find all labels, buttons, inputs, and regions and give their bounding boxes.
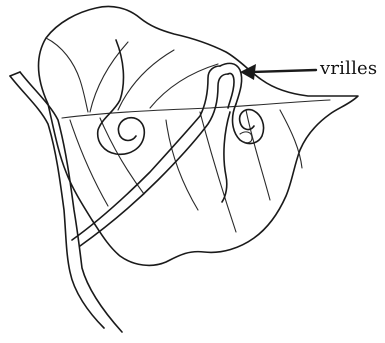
main-stem-right <box>20 72 122 332</box>
tendril-stem-upper <box>72 66 220 240</box>
leaf-vein <box>166 120 198 210</box>
leaf-vein <box>118 50 174 110</box>
leaf-vein <box>100 118 144 194</box>
tendril-hook-inner <box>228 73 234 108</box>
main-stem-left <box>10 76 104 328</box>
tendril-hanging <box>222 112 230 202</box>
tendril-coil-left <box>98 40 145 154</box>
label-arrowhead <box>240 64 256 80</box>
tendril-coil-right <box>233 104 264 143</box>
leaf-vein <box>280 110 302 168</box>
leaf-vein <box>246 110 270 200</box>
leaf-vein <box>200 112 236 232</box>
label-leader-line <box>252 70 316 72</box>
leaf-vein-main <box>62 100 330 118</box>
leaf-lobe-edge <box>46 38 88 112</box>
stem-stub <box>10 72 20 76</box>
tendrils-label: vrilles <box>320 58 377 79</box>
